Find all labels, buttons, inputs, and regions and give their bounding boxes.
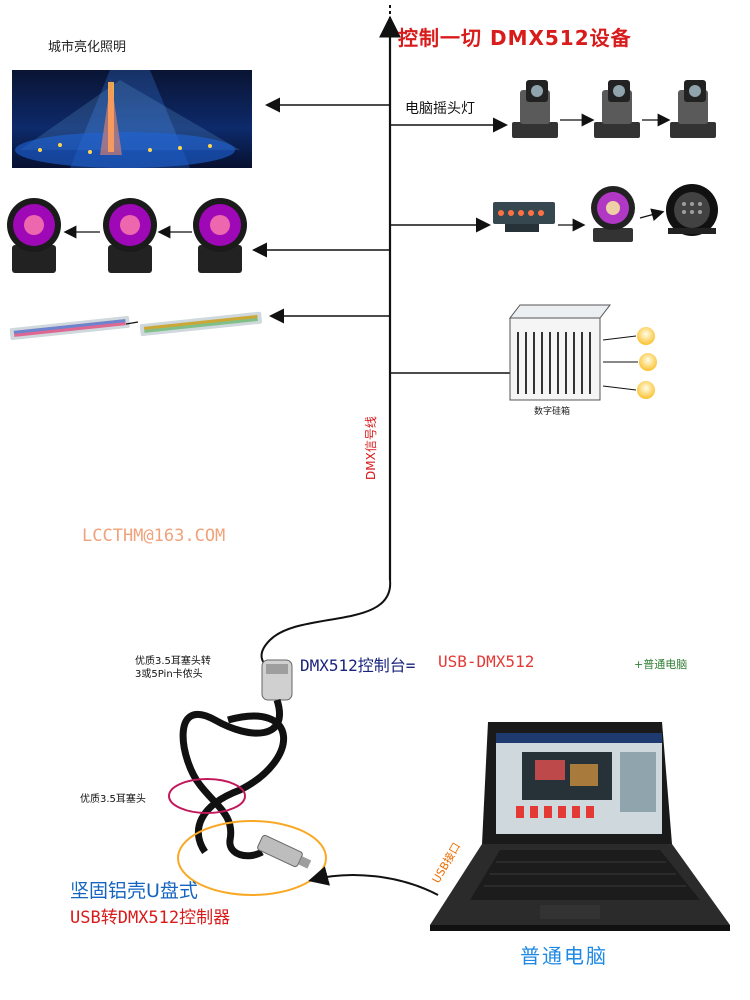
usb-dmx-controller xyxy=(257,834,312,869)
equation-part-a: DMX512控制台= xyxy=(300,656,416,675)
dmx-signal-label: DMX信号线 xyxy=(364,416,378,480)
laptop xyxy=(430,722,730,931)
led-wash-heads xyxy=(7,198,247,273)
contact-email: LCCTHM@163.COM xyxy=(82,526,226,546)
controller-caption-line2: USB转DMX512控制器 xyxy=(70,908,231,928)
moving-head-lights xyxy=(512,80,716,138)
dimmer-cabinet-label: 数字硅箱 xyxy=(534,407,571,417)
dmx-cable xyxy=(179,579,392,860)
controller-caption-line1: 坚固铝壳U盘式 xyxy=(70,880,198,902)
diagram-title: 控制一切 DMX512设备 xyxy=(398,26,632,50)
jack-plug-label: 优质3.5耳塞头 xyxy=(80,794,146,805)
city-lighting-image xyxy=(12,70,252,168)
city-lighting-label: 城市亮化照明 xyxy=(48,40,127,55)
led-bars xyxy=(9,311,262,341)
jack-highlight xyxy=(168,778,246,814)
led-fixtures-row xyxy=(493,184,718,242)
equation-part-b: USB-DMX512 xyxy=(438,652,535,671)
controller-highlight xyxy=(177,820,327,896)
dimmer-cabinet xyxy=(508,304,657,401)
jack-adapter-label-line2: 3或5Pin卡侬头 xyxy=(135,669,203,680)
moving-head-label: 电脑摇头灯 xyxy=(405,101,475,117)
usb-arrow xyxy=(308,866,439,896)
jack-adapter-label-line1: 优质3.5耳塞头转 xyxy=(135,656,211,667)
branch-arrows xyxy=(252,97,551,381)
equation-part-c: +普通电脑 xyxy=(634,658,688,671)
pc-label: 普通电脑 xyxy=(520,944,608,968)
